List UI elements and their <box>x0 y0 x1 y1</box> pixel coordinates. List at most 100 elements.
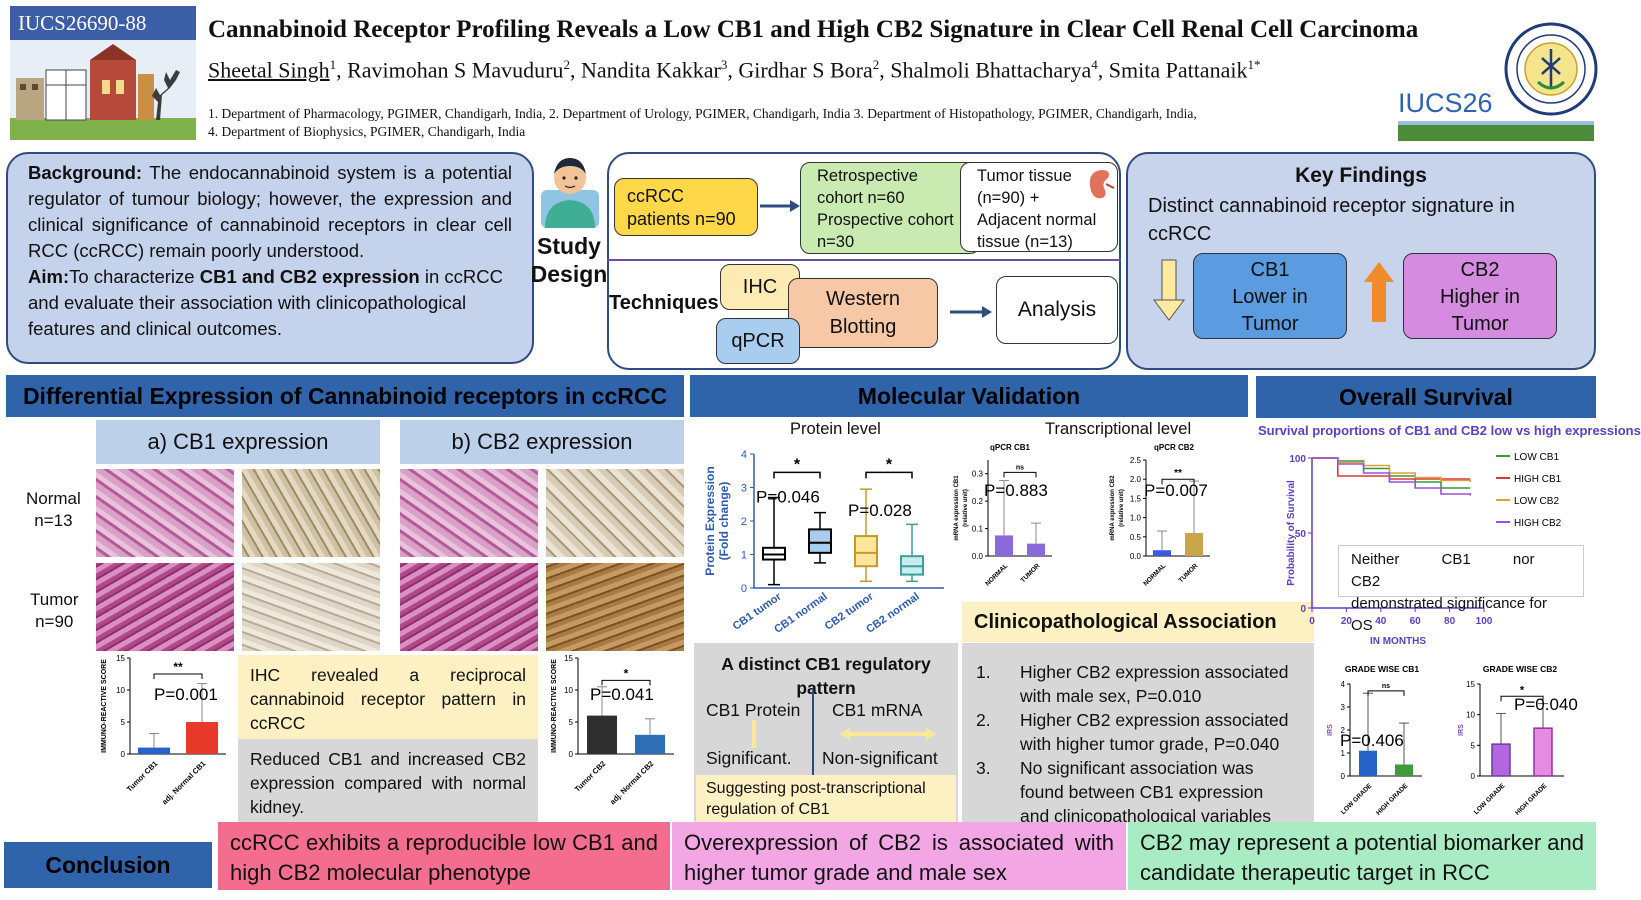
double-arrow-icon <box>840 727 936 741</box>
x-tick-label: NORMAL <box>1142 562 1167 587</box>
micrograph-normal-cb2-ihc <box>546 469 684 557</box>
western-blotting-line: Western <box>825 288 901 310</box>
key-findings-subtitle-line: ccRCC <box>1148 223 1212 245</box>
micrograph-tumor-cb1-ihc <box>242 563 380 651</box>
p-value-label: P=0.040 <box>1514 695 1578 714</box>
key-findings-subtitle-line: Distinct cannabinoid receptor signature … <box>1148 195 1515 217</box>
significance-bracket <box>1367 690 1405 696</box>
author-affil: 4 <box>1091 57 1098 72</box>
diff-expression-header: Differential Expression of Cannabinoid r… <box>6 375 684 417</box>
y-tick-label: 1 <box>741 550 747 562</box>
cb1-lower-line: Lower in <box>1232 286 1308 308</box>
campus-illustration <box>10 40 196 140</box>
cb2-higher-box: CB2 Higher in Tumor <box>1403 253 1557 339</box>
cohort-line: Retrospective <box>817 167 918 185</box>
aim-label: Aim: <box>28 266 70 287</box>
molecular-validation-header: Molecular Validation <box>690 375 1248 417</box>
study-design-divider <box>607 259 1121 261</box>
cb1-expression-header: a) CB1 expression <box>96 420 380 464</box>
y-tick-label: 5 <box>121 718 126 727</box>
significance-bracket <box>1003 471 1037 478</box>
x-tick-label: Tumor CB1 <box>125 759 160 794</box>
p-value-label: P=0.883 <box>984 481 1048 500</box>
y-tick-label: 0 <box>121 750 126 759</box>
tumor-row-label-line: Tumor <box>30 590 79 609</box>
non-significant-label: Non-significant <box>822 748 938 768</box>
p-value-label: P=0.041 <box>590 685 654 704</box>
author-name: Shalmoli Bhattacharya <box>890 57 1092 83</box>
cb2-higher-line: Higher in <box>1439 286 1521 308</box>
item-text: Higher CB2 expression associated with ma… <box>1020 660 1288 708</box>
cb1-lower-line: Tumor <box>1241 313 1299 335</box>
x-tick-label: 100 <box>1476 616 1493 627</box>
y-tick-label: 0.0 <box>1130 552 1142 561</box>
aim-text-post: in ccRCC and evaluate their association … <box>28 266 503 339</box>
arrow-up-icon <box>1362 260 1396 322</box>
aim-text-pre: To characterize <box>69 266 200 287</box>
y-tick-label: 0.3 <box>972 470 984 479</box>
survival-curve <box>1312 457 1472 496</box>
y-tick-label: 4 <box>1341 680 1346 689</box>
cohort-line: n=30 <box>817 233 855 251</box>
y-tick-label: 0.1 <box>972 525 984 534</box>
author-name: Sheetal Singh <box>208 57 330 83</box>
significance-bracket <box>601 679 651 686</box>
arrow-down-icon <box>1152 259 1186 322</box>
x-tick-label: 0 <box>1309 616 1315 627</box>
significance-marker: * <box>886 456 893 473</box>
x-tick-label: LOW GRADE <box>1340 782 1374 816</box>
y-axis-label: (Fold change) <box>717 482 731 561</box>
significance-marker: * <box>794 456 801 473</box>
y-tick-label: 1.5 <box>1130 494 1142 503</box>
conference-name: IUCS26 <box>1398 88 1493 118</box>
micrograph-tumor-cb2-he <box>400 563 538 651</box>
y-tick-label: 0 <box>1341 772 1346 781</box>
y-tick-label: 10 <box>564 686 573 695</box>
conclusion-label: Conclusion <box>4 842 212 888</box>
y-tick-label: 10 <box>116 686 125 695</box>
author-affil: 1* <box>1247 57 1261 72</box>
study-design-label-line: Design <box>530 261 608 287</box>
kidney-icon <box>1086 168 1116 202</box>
y-tick-label: 2.0 <box>1130 475 1142 484</box>
western-blotting-box: Western Blotting <box>788 278 938 348</box>
normal-row-label-line: Normal <box>26 489 81 508</box>
x-tick-label: Tumor CB2 <box>573 759 608 794</box>
significance-marker: * <box>624 666 629 680</box>
y-tick-label: 5 <box>1471 741 1476 750</box>
y-axis-label: IRS <box>1458 724 1465 736</box>
ihc-box: IHC <box>720 264 800 310</box>
affiliations-line: 4. Department of Biophysics, PGIMER, Cha… <box>208 124 526 139</box>
y-tick-label: 2.5 <box>1130 456 1142 465</box>
background-aim-box: Background: The endocannabinoid system i… <box>6 152 534 364</box>
y-tick-label: 2 <box>741 516 747 528</box>
cb1-lower-line: CB1 <box>1250 259 1290 281</box>
protein-level-title: Protein level <box>790 420 881 438</box>
y-tick-label: 0.2 <box>972 497 984 506</box>
techniques-label: Techniques <box>609 292 719 314</box>
clinicopathological-item: 2. Higher CB2 expression associated with… <box>976 708 1306 756</box>
x-tick-label: TUMOR <box>1178 562 1200 584</box>
significance-bracket <box>773 471 821 479</box>
tumor-row-label: Tumor n=90 <box>30 589 79 633</box>
legend-label: HIGH CB2 <box>1514 518 1562 529</box>
clinicopathological-box <box>962 643 1314 823</box>
micrograph-tumor-cb2-ihc <box>546 563 684 651</box>
key-findings-subtitle: Distinct cannabinoid receptor signature … <box>1148 192 1588 248</box>
y-tick-label: 3 <box>1341 703 1346 712</box>
y-tick-label: 0 <box>1300 604 1306 615</box>
box <box>854 535 878 568</box>
conference-bar <box>1398 125 1594 141</box>
conclusion-phenotype: ccRCC exhibits a reproducible low CB1 an… <box>218 822 670 890</box>
y-tick-label: 15 <box>116 654 125 663</box>
item-line: and clinicopathological variables <box>1020 806 1271 826</box>
y-tick-label: 0 <box>1471 772 1476 781</box>
p-value-label: P=0.406 <box>1340 731 1404 750</box>
micrograph-tumor-cb1-he <box>96 563 234 651</box>
cb1-pattern-divider <box>812 690 814 776</box>
box <box>808 528 832 554</box>
x-tick-label: 60 <box>1410 616 1422 627</box>
